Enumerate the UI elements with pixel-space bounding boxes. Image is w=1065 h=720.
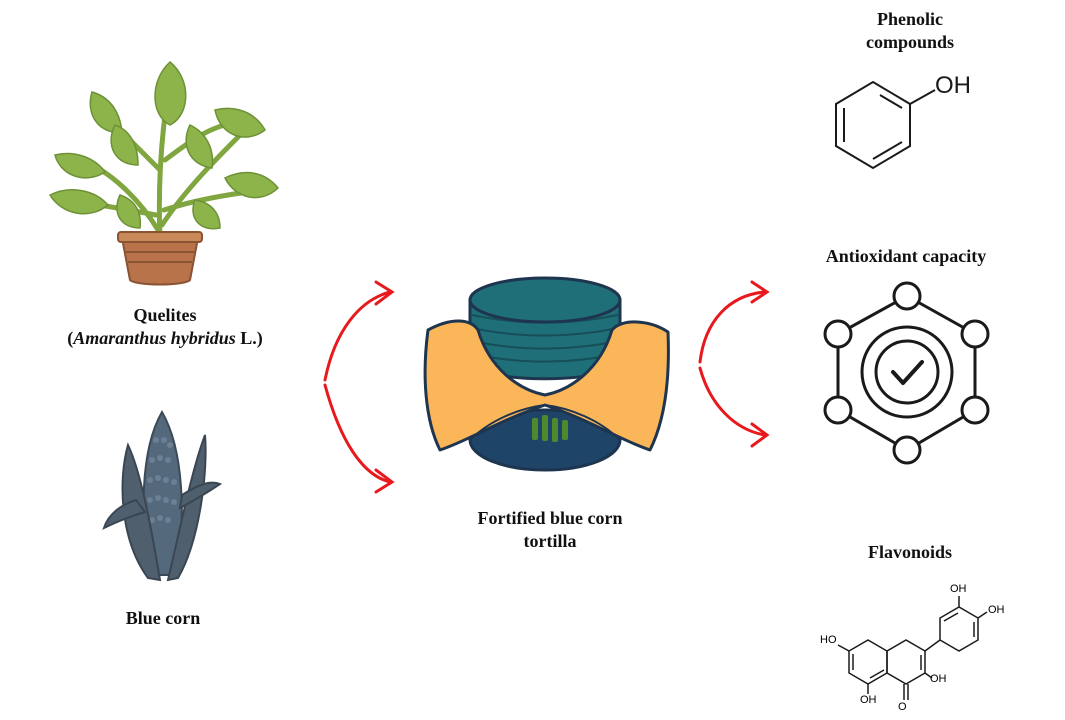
output-arrows-icon	[698, 280, 770, 448]
species-close: L.)	[235, 327, 263, 348]
flavonoid-ho-3: HO	[820, 634, 837, 646]
input-arrows-icon	[323, 280, 395, 494]
species-open: (	[67, 327, 74, 348]
phenolic-line2: compounds	[865, 31, 955, 52]
phenolic-line1: Phenolic	[877, 9, 943, 29]
blue-corn-icon	[102, 410, 223, 582]
tortilla-basket-icon	[423, 276, 670, 472]
antioxidant-label: Antioxidant capacity	[825, 246, 987, 266]
flavonoid-oh-4: OH	[930, 673, 947, 685]
quelites-plant-icon	[48, 61, 280, 286]
species-italic: Amaranthus hybridus	[73, 327, 236, 348]
flavonoid-oh-1: OH	[950, 583, 967, 595]
product-line2: tortilla	[523, 530, 577, 551]
product-line1: Fortified blue corn	[477, 508, 623, 528]
flavonoid-structure-icon	[837, 596, 988, 700]
flavonoid-oh-2: OH	[988, 604, 1005, 616]
flavonoid-o-6: O	[898, 701, 907, 713]
phenolic-label: Phenolic compounds	[820, 8, 1000, 53]
phenol-oh-label: OH	[935, 72, 971, 99]
quelites-name: Quelites	[133, 305, 197, 325]
quelites-label: Quelites (Amaranthus hybridus L.)	[60, 304, 270, 349]
phenol-structure-icon	[835, 80, 936, 170]
blue-corn-label: Blue corn	[125, 608, 201, 628]
flavonoids-label: Flavonoids	[867, 542, 953, 562]
antioxidant-icon	[823, 281, 990, 465]
flavonoid-oh-5: OH	[860, 694, 877, 706]
product-label: Fortified blue corn tortilla	[440, 507, 660, 552]
quelites-species: (Amaranthus hybridus L.)	[60, 327, 270, 350]
